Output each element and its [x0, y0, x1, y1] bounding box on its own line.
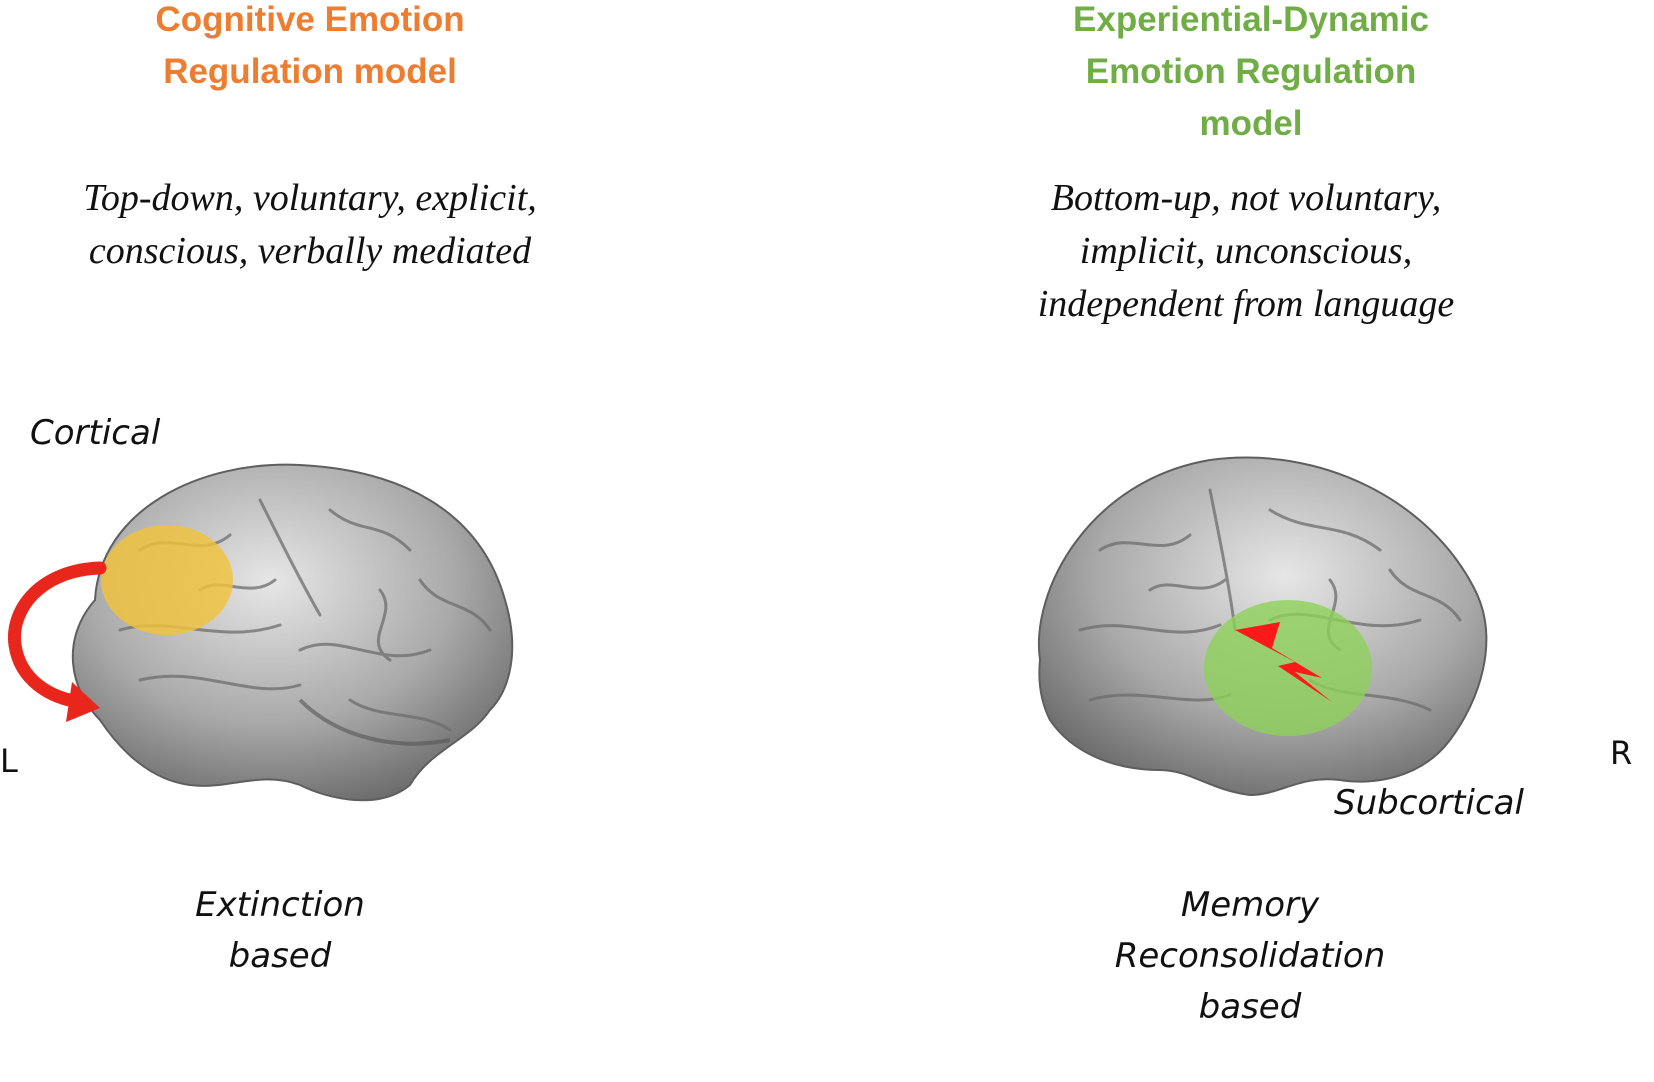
right-brain-image	[1037, 456, 1488, 797]
subcortical-label: Subcortical	[1334, 783, 1524, 823]
left-brain-image	[7, 463, 514, 802]
lightning-bolt-icon	[1235, 622, 1332, 702]
left-mechanism-label: Extinction based	[195, 885, 365, 976]
cortical-label: Cortical	[30, 413, 161, 453]
right-model-title: Experiential-Dynamic Emotion Regulation …	[1073, 0, 1429, 143]
left-model-title: Cognitive Emotion Regulation model	[155, 0, 465, 91]
prefrontal-highlight	[101, 525, 233, 635]
curved-arrow-icon	[7, 561, 107, 722]
left-model-description: Top-down, voluntary, explicit, conscious…	[83, 177, 537, 272]
left-hemisphere-label: L	[0, 742, 18, 780]
right-hemisphere-label: R	[1610, 734, 1633, 772]
right-model-description: Bottom-up, not voluntary, implicit, unco…	[1037, 177, 1455, 325]
right-mechanism-label: Memory Reconsolidation based	[1114, 885, 1386, 1027]
left-brain-shape	[71, 463, 514, 802]
